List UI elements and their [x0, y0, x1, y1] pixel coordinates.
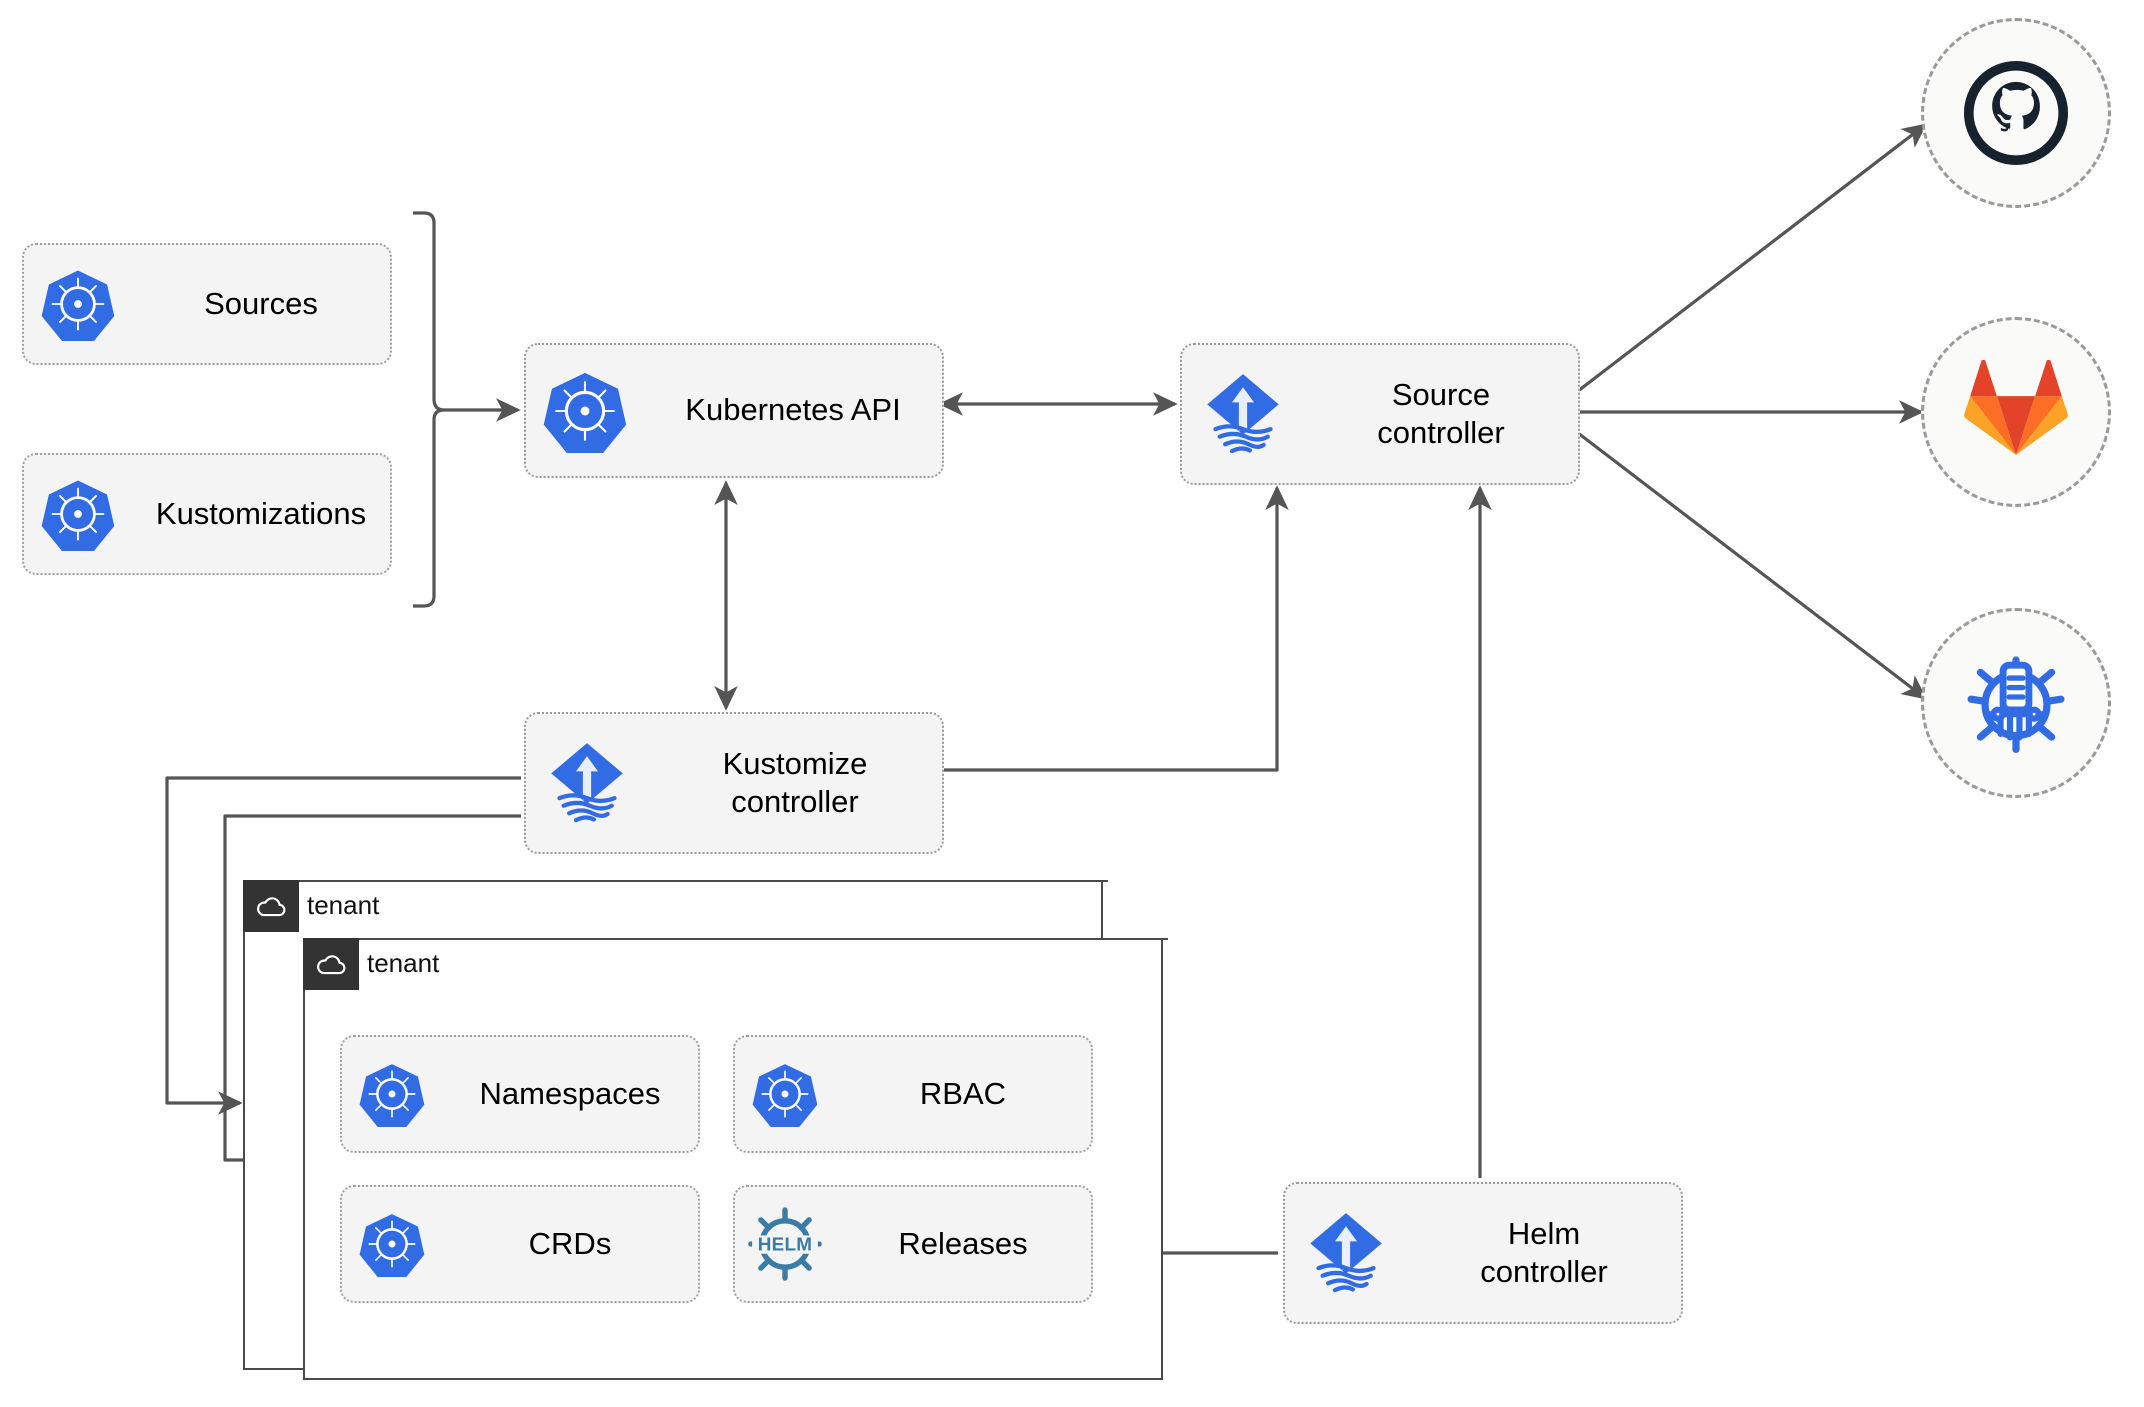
tenant-title: tenant: [307, 890, 380, 920]
node-label: Source controller: [1304, 376, 1578, 453]
node-label-line2: controller: [731, 784, 859, 819]
tenant-tab: [302, 937, 359, 990]
kubernetes-icon: [24, 267, 132, 341]
tenant-top-border: [301, 879, 1108, 882]
external-source-helm-registry[interactable]: [1921, 608, 2111, 798]
tenant-title: tenant: [367, 948, 440, 978]
edge-sourcecontroller-registry: [1577, 431, 1928, 700]
node-label-line1: Helm: [1507, 1215, 1581, 1251]
flux-icon: [1182, 370, 1304, 458]
external-source-gitlab[interactable]: [1921, 317, 2111, 507]
helm-registry-icon: [1967, 656, 2065, 754]
node-source-controller[interactable]: Source controller: [1180, 343, 1580, 485]
tenant-tab: [242, 879, 299, 932]
flux-icon: [1285, 1209, 1407, 1297]
resource-label: Namespaces: [479, 1076, 661, 1111]
tenant-container-front[interactable]: tenant: [302, 937, 1168, 1380]
node-label: Kubernetes API: [685, 392, 901, 428]
kubernetes-icon: [342, 1061, 442, 1127]
external-source-github[interactable]: [1921, 18, 2111, 208]
resource-label: Kustomizations: [155, 496, 367, 531]
edge-sourcecontroller-github: [1577, 123, 1928, 393]
gitlab-icon: [1964, 360, 2068, 455]
node-label-line1: Kustomize: [722, 745, 868, 781]
tenant-top-border: [361, 937, 1168, 940]
kubernetes-icon: [526, 369, 644, 453]
node-label: Kustomize controller: [648, 745, 942, 822]
svg-text:HELM: HELM: [758, 1235, 812, 1256]
flux-icon: [526, 739, 648, 827]
node-helm-controller[interactable]: Helm controller: [1283, 1182, 1683, 1324]
node-label-line2: controller: [1480, 1254, 1608, 1289]
edge-kustomizecontroller-sourcecontroller: [941, 485, 1289, 772]
kubernetes-icon: [735, 1061, 835, 1127]
cloud-icon: [316, 954, 345, 974]
resource-label: Releases: [898, 1226, 1028, 1261]
kubernetes-icon: [342, 1211, 442, 1277]
github-icon: [1963, 60, 2069, 166]
node-kubernetes-api[interactable]: Kubernetes API: [524, 343, 944, 478]
cloud-icon: [256, 896, 285, 916]
node-label-line2: controller: [1377, 415, 1505, 450]
node-kustomize-controller[interactable]: Kustomize controller: [524, 712, 944, 854]
resource-label: RBAC: [919, 1076, 1007, 1111]
resource-chip-kustomizations[interactable]: Kustomizations: [22, 453, 392, 575]
kubernetes-icon: [24, 477, 132, 551]
tenant-resource-namespaces[interactable]: Namespaces: [340, 1035, 700, 1153]
resource-chip-sources[interactable]: Sources: [22, 243, 392, 365]
tenant-resource-crds[interactable]: CRDs: [340, 1185, 700, 1303]
node-label-line1: Source: [1391, 376, 1491, 412]
tenant-resource-releases[interactable]: HELM Releases: [733, 1185, 1093, 1303]
edge-resources-brace: [413, 211, 446, 608]
resource-label: Sources: [204, 286, 318, 321]
tenant-resource-rbac[interactable]: RBAC: [733, 1035, 1093, 1153]
helm-icon: HELM: [735, 1205, 835, 1283]
resource-label: CRDs: [528, 1226, 612, 1261]
node-label: Helm controller: [1407, 1215, 1681, 1292]
